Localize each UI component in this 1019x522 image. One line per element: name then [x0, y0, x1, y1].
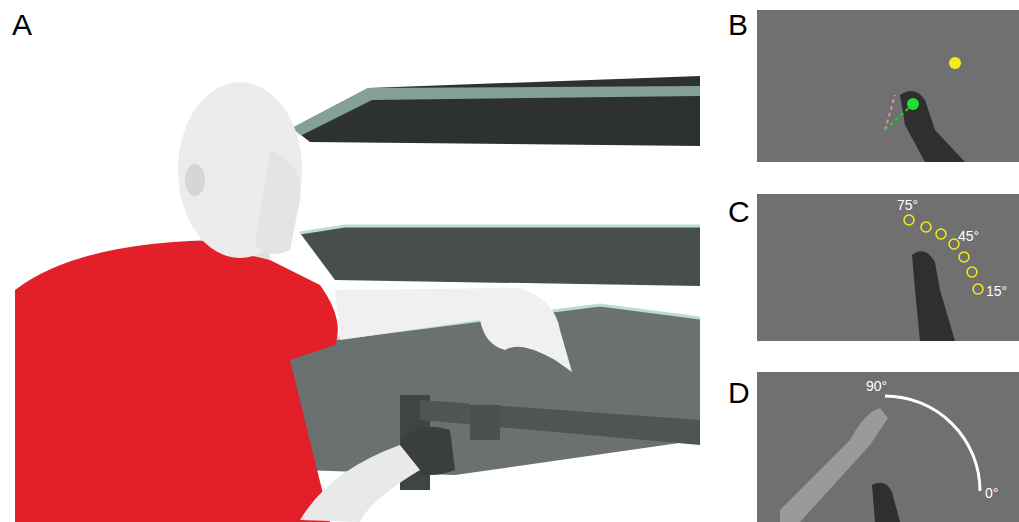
angle-label: 15°	[986, 284, 1007, 298]
top-shelf	[292, 76, 700, 146]
angle-label: 90°	[866, 379, 887, 393]
arm	[335, 288, 572, 372]
angle-label: 75°	[897, 198, 918, 212]
top-glass-edge	[292, 86, 700, 136]
ear	[185, 164, 205, 196]
angle-label: 0°	[985, 486, 998, 500]
face	[255, 150, 301, 254]
angle-label: 45°	[958, 229, 979, 243]
middle-glass-edge	[300, 226, 700, 233]
panel-c-bg	[757, 194, 1019, 341]
panel-letter: A	[12, 10, 32, 40]
target-ring-set	[904, 215, 983, 294]
panel-d-bg	[757, 372, 1019, 522]
angle-arc	[885, 396, 980, 491]
red-shirt	[15, 240, 338, 522]
head	[178, 82, 302, 258]
panel-b-bg	[757, 10, 1019, 162]
arm-view-raised	[780, 408, 888, 522]
panel-letter: B	[728, 10, 748, 40]
rod	[420, 400, 700, 445]
arm-view	[900, 91, 965, 162]
lower-arm	[300, 445, 420, 522]
panel-letter: D	[728, 378, 750, 408]
panel-letter: C	[728, 197, 750, 227]
joint-body	[470, 405, 500, 440]
arm-view	[912, 251, 955, 341]
target-dot	[949, 57, 961, 69]
cursor-dot	[907, 98, 919, 110]
fist-view	[872, 483, 900, 522]
middle-shelf	[300, 226, 700, 286]
